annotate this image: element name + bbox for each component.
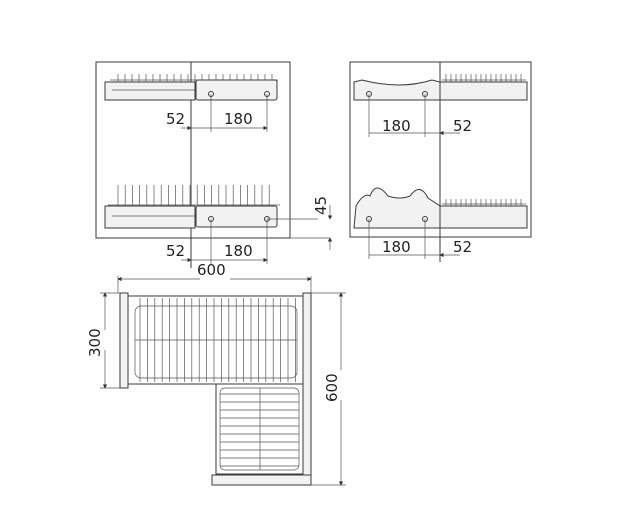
front-view-left: 52 180 45 52 180 <box>95 61 333 268</box>
rack-top-wires <box>442 74 526 82</box>
rack-bottom-wires <box>442 199 526 206</box>
rail-bottom <box>439 205 528 229</box>
dim-spacing-bottom: 180 <box>224 242 253 260</box>
dim-height-offset: 45 <box>312 196 330 215</box>
dim-offset-bottom: 52 <box>166 242 185 260</box>
dim-depth-short: 300 <box>86 328 104 357</box>
plate-holder <box>353 187 441 229</box>
bracket-top <box>195 79 278 101</box>
rail-top <box>439 81 528 101</box>
side-panel-right <box>302 292 312 486</box>
dim-depth-long: 600 <box>323 373 341 402</box>
rail-top <box>104 81 196 101</box>
dim-spacing-top: 180 <box>224 110 253 128</box>
dim-spacing-bottom: 180 <box>382 238 411 256</box>
dim-offset-top: 52 <box>453 117 472 135</box>
dim-offset-bottom: 52 <box>453 238 472 256</box>
lower-basket <box>215 383 304 475</box>
dim-spacing-top: 180 <box>382 117 411 135</box>
cabinet-outline <box>95 61 291 239</box>
dim-width: 600 <box>197 261 226 279</box>
rail-bottom <box>104 205 196 229</box>
side-panel-left <box>119 292 129 389</box>
bottom-plate <box>211 474 312 486</box>
bracket-top <box>353 79 441 101</box>
rack-bottom-wires <box>108 185 280 206</box>
lower-basket-bars <box>220 393 299 467</box>
plan-view: 600 300 600 <box>86 261 346 486</box>
upper-rack-bars <box>139 298 296 382</box>
bracket-bottom <box>195 205 278 228</box>
dim-offset-top: 52 <box>166 110 185 128</box>
front-view-right: 180 52 180 52 <box>349 61 532 262</box>
